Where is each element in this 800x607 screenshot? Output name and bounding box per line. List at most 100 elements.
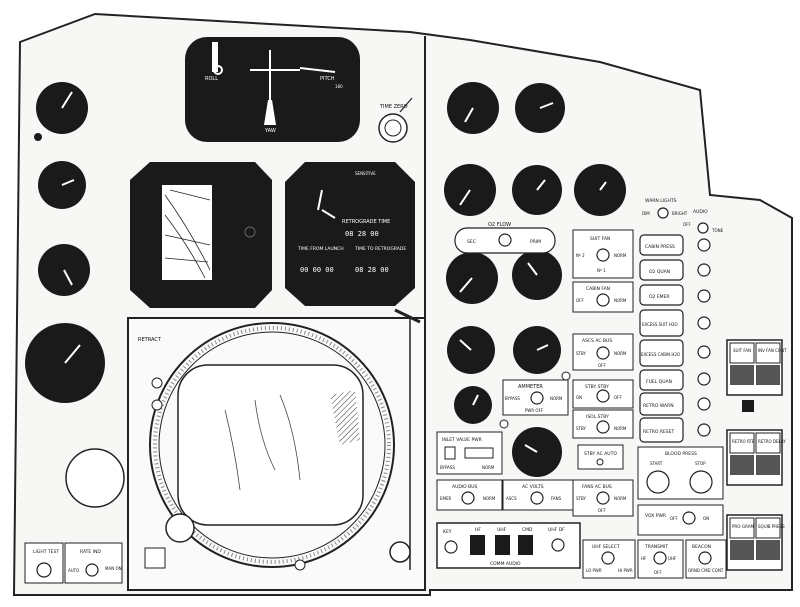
annunciator-retro-rte: RETRO RTE [732,439,755,444]
switch-panels: SUIT FAN Nº 2 NORM Nº 1 CABIN FAN OFF NO… [436,229,634,517]
ac-volts-switch[interactable] [530,491,544,505]
audio-emer: EMER [440,496,452,501]
inlet-bypass: BYPASS [440,465,455,470]
comm-key-label: KEY [443,529,452,535]
comm-hf-volume[interactable] [470,535,485,555]
light-test-button[interactable] [36,562,52,578]
inlet-valve-label: INLET VALVE PWR [442,437,482,443]
warning-telltales: CABIN PRESS O2 QUAN O2 EMER EXCESS SUIT … [639,234,711,443]
isol-norm: NORM [614,426,627,431]
light-test-panel: LIGHT TEST [24,542,64,584]
suit-fan-no2: Nº 2 [576,253,585,258]
vox-pwr-switch[interactable] [682,511,696,525]
inlet-norm: NORM [482,465,495,470]
fans-off: OFF [598,508,606,513]
empty-gauge-bezel [65,448,125,508]
ammeter-switch[interactable] [530,391,544,405]
uhf-select-switch[interactable] [601,551,615,565]
warning-excess-suit-h2o: EXCESS SUIT H2O [642,322,678,327]
o2-sec-label: SEC [467,239,476,245]
warning-o2-emer: O2 EMER [649,294,670,300]
ascs-ac-bus-label: ASCS AC BUS [582,338,612,344]
sensitive-label: SENSITIVE [355,171,376,176]
fans-norm: NORM [614,496,627,501]
ascs-stby: STBY [576,351,587,356]
time-zero-label: TIME ZERO [379,104,408,110]
annunciator-squib-press: SQUIB PRESS [758,524,785,529]
warn-lights-switch[interactable] [657,207,669,219]
warn-lights-label: WARN LIGHTS [645,198,677,204]
ac-volts-ascs: ASCS [506,496,517,501]
audio-tone-switch[interactable] [697,222,709,234]
uhf-select-panel: UHF SELECT LO PWR HI PWR [582,539,636,579]
o2-flow-control: O2 FLOW SEC PRIM [454,222,556,254]
ammeter-norm: NORM [550,396,563,401]
warn-bright: BRIGHT [672,211,688,216]
comm-cmd-label: CMD [522,527,533,533]
stby-stby-switch[interactable] [596,389,610,403]
fans-ac-bus-switch[interactable] [596,491,610,505]
periscope-display: RETRACT [127,308,426,591]
rate-ind-panel: RATE IND AUTO MAN ON [64,542,123,584]
audio-bus-switch[interactable] [461,491,475,505]
warning-cabin-press: CABIN PRESS [645,244,675,250]
comm-uhf-volume[interactable] [495,535,510,555]
cabin-fan-off: OFF [576,298,584,303]
annunciator-suit-fan: SUIT FAN [733,348,751,353]
retro-to-digits: 08 28 00 [355,266,389,274]
stby-ac-auto-label: STBY AC AUTO [584,451,617,457]
uhf-select-label: UHF SELECT [592,544,620,550]
comm-uhf-df-label: UHF DF [548,527,565,533]
rate-man-on: MAN ON [105,566,122,571]
blood-press-stop: STOP [695,461,706,466]
beacon-switch[interactable] [698,551,712,565]
comm-uhf-label: UHF [497,527,507,533]
light-test-label: LIGHT TEST [33,549,59,555]
annunciator-retro-delay: RETRO DELAY [758,439,786,444]
isol-stby-switch[interactable] [596,420,610,434]
comm-cmd-volume[interactable] [518,535,533,555]
vox-on: ON [703,516,709,521]
ammeter-label: AMMETER [518,384,543,390]
rate-auto: AUTO [68,568,79,573]
stby-on: ON [576,395,582,400]
vox-pwr-panel: VOX PWR OFF ON [637,504,724,536]
cabin-fan-norm: NORM [614,298,627,303]
blood-press-stop-button[interactable] [689,470,713,494]
roll-label: ROLL [205,76,218,82]
transmit-switch[interactable] [653,551,667,565]
rate-ind-switch[interactable] [85,563,99,577]
suit-fan-label: SUIT FAN [590,236,610,242]
warning-excess-cabin-h2o: EXCESS CABIN H2O [641,352,680,357]
isol-stby-label: ISOL STBY [586,414,609,420]
earth-path-indicator [130,162,272,308]
beacon-ornd-cmd: ORND CMD [688,568,711,573]
comm-key-button[interactable] [444,540,458,554]
ascs-norm: NORM [614,351,627,356]
comm-hf-label: HF [475,527,481,533]
inlet-valve-switch[interactable] [464,447,494,459]
ammeter-bypass: BYPASS [505,396,520,401]
warning-fuel-quan: FUEL QUAN [646,379,672,385]
fans-stby: STBY [576,496,587,501]
warning-retro-warn: RETRO WARN [643,403,674,409]
cabin-fan-switch[interactable] [596,293,610,307]
blood-press-panel: BLOOD PRESS START STOP [637,446,724,500]
audio-norm: NORM [483,496,496,501]
warn-audio: AUDIO [693,209,708,215]
blood-press-start-button[interactable] [646,470,670,494]
comm-uhf-df-switch[interactable] [551,538,565,552]
ascs-ac-bus-switch[interactable] [596,346,610,360]
blood-press-start: START [650,461,663,466]
warn-dim: DIM [642,211,650,216]
right-gauges [444,82,626,477]
suit-fan-switch[interactable] [596,248,610,262]
beacon-cont: CONT [712,568,724,573]
o2-flow-knob[interactable] [498,233,512,247]
attitude-indicator: ROLL PITCH 180 YAW [185,37,360,142]
ac-volts-fans: FANS [551,496,562,501]
ac-volts-label: AC VOLTS [522,484,544,490]
blood-press-label: BLOOD PRESS [665,451,697,457]
suit-fan-norm: NORM [614,253,627,258]
time-zero-indicator: TIME ZERO [378,97,413,143]
